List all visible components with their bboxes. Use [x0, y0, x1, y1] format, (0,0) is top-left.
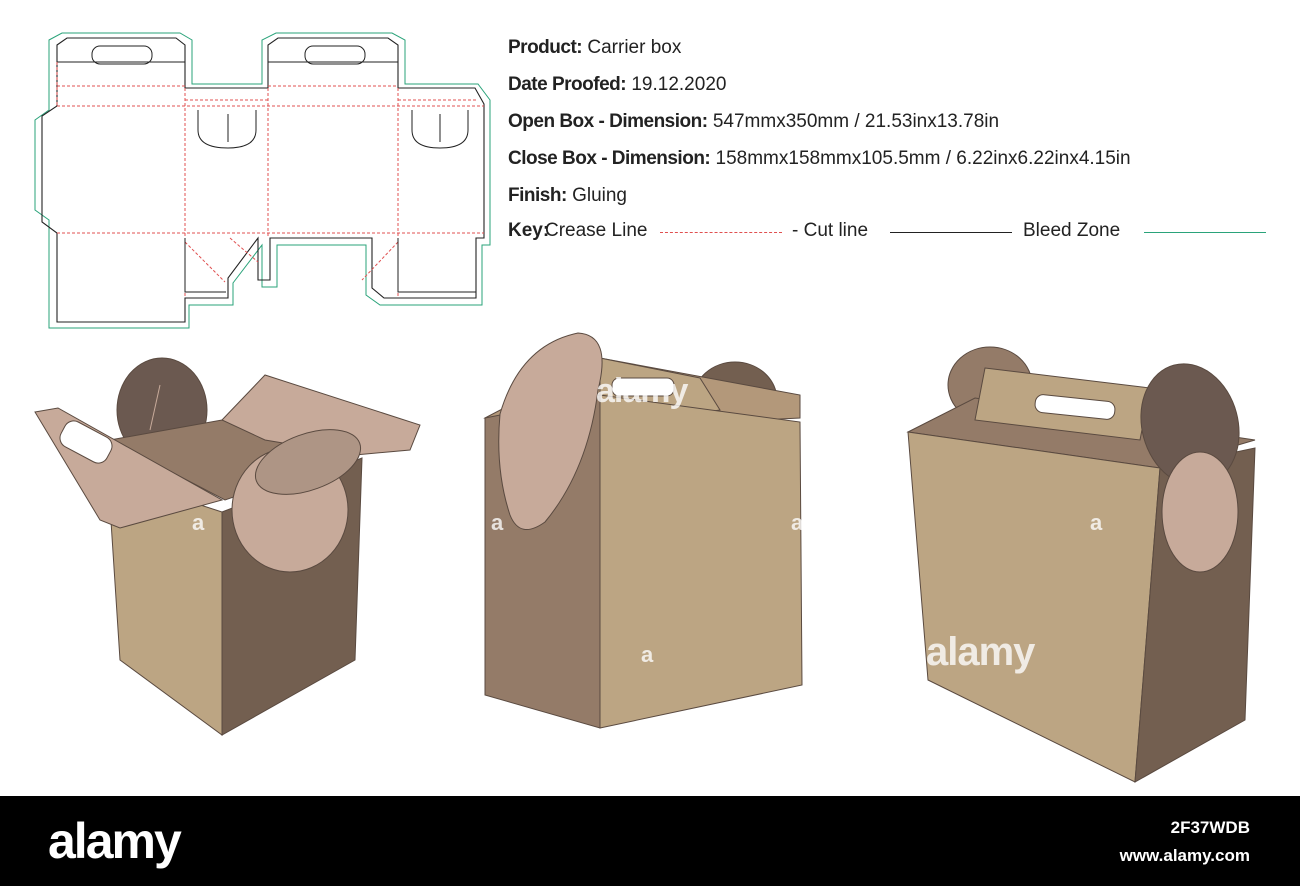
spec-product: Product: Carrier box: [508, 37, 681, 59]
key-bleed-swatch: [1144, 232, 1266, 233]
spec-date-value: 19.12.2020: [631, 74, 727, 95]
bleed-outline: [34, 32, 491, 329]
spec-open-value: 547mmx350mm / 21.53inx13.78in: [712, 111, 1000, 132]
footer-bar: alamy 2F37WDB www.alamy.com: [0, 796, 1300, 886]
footer-url: www.alamy.com: [1119, 846, 1250, 865]
spec-finish-value: Gluing: [572, 185, 627, 206]
dieline: [34, 32, 491, 329]
side-tab-left: [197, 110, 257, 149]
key-label: Key:: [508, 220, 550, 241]
key-legend: Key: Crease Line - Cut line Bleed Zone: [508, 220, 1288, 246]
key-cut-swatch: [890, 232, 1012, 233]
cut-outline: [41, 37, 485, 323]
spec-open-box: Open Box - Dimension: 547mmx350mm / 21.5…: [508, 111, 999, 133]
box1-flap-handle-hole: [59, 420, 113, 464]
spec-date-label: Date Proofed:: [508, 74, 627, 95]
bottom-flap-left: [184, 238, 226, 293]
box3-handle-hole: [1034, 394, 1116, 420]
watermark-top: alamy: [596, 372, 688, 410]
carrier-box-diagram: [34, 32, 1256, 783]
watermark-letter-3: a: [791, 510, 803, 535]
box1-top-lid: [221, 374, 421, 456]
spec-open-label: Open Box - Dimension:: [508, 111, 708, 132]
watermark-letter-2: a: [491, 510, 503, 535]
footer-logo: alamy: [48, 813, 182, 869]
box3-front-face: [907, 431, 1161, 783]
spec-date-proofed: Date Proofed: 19.12.2020: [508, 74, 726, 96]
key-crease-swatch: [660, 232, 782, 233]
watermark-letter-5: a: [641, 642, 653, 667]
box1-ear-top: [254, 429, 362, 495]
spec-finish-label: Finish:: [508, 185, 567, 206]
box-closed-angled-render: [906, 346, 1256, 783]
footer-image-id: 2F37WDB: [1170, 818, 1250, 837]
watermark-letter-4: a: [1090, 510, 1102, 535]
box-closed-front-render: [483, 332, 803, 729]
box2-left-ear: [498, 332, 603, 530]
side-tab-right: [411, 110, 469, 149]
key-crease-label: Crease Line: [545, 220, 648, 241]
box2-handle-hole: [611, 377, 675, 397]
spec-close-value: 158mmx158mmx105.5mm / 6.22inx6.22inx4.15…: [715, 148, 1131, 169]
box-open-render: [34, 357, 421, 736]
handle-cutout-left: [91, 45, 153, 65]
key-cut-label: - Cut line: [792, 220, 869, 241]
key-bleed-label: Bleed Zone: [1023, 220, 1121, 241]
bottom-flap-right: [397, 238, 476, 293]
spec-close-label: Close Box - Dimension:: [508, 148, 711, 169]
box2-right-face: [599, 394, 803, 729]
spec-finish: Finish: Gluing: [508, 185, 627, 207]
crease-lines: [56, 62, 484, 298]
box1-slit: [149, 384, 161, 431]
watermark-letter-1: a: [192, 510, 204, 535]
box3-front-ear: [1161, 451, 1239, 573]
handle-cutout-right: [304, 45, 366, 65]
watermark-middle: alamy: [926, 630, 1035, 674]
spec-close-box: Close Box - Dimension: 158mmx158mmx105.5…: [508, 148, 1131, 170]
spec-product-value: Carrier box: [587, 37, 682, 58]
spec-product-label: Product:: [508, 37, 583, 58]
